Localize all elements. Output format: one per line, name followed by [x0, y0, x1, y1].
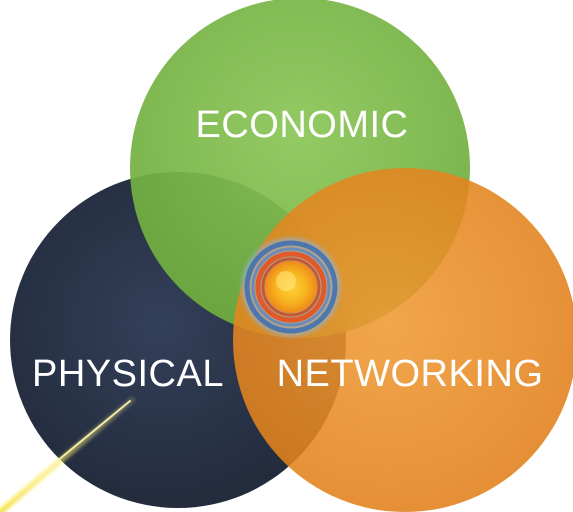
economic-label: ECONOMIC: [196, 104, 409, 146]
center-sunburst-icon: [241, 237, 341, 337]
light-streak: [0, 397, 135, 512]
physical-label: PHYSICAL: [32, 353, 224, 395]
networking-label: NETWORKING: [277, 353, 544, 395]
networking-circle: [233, 168, 573, 512]
